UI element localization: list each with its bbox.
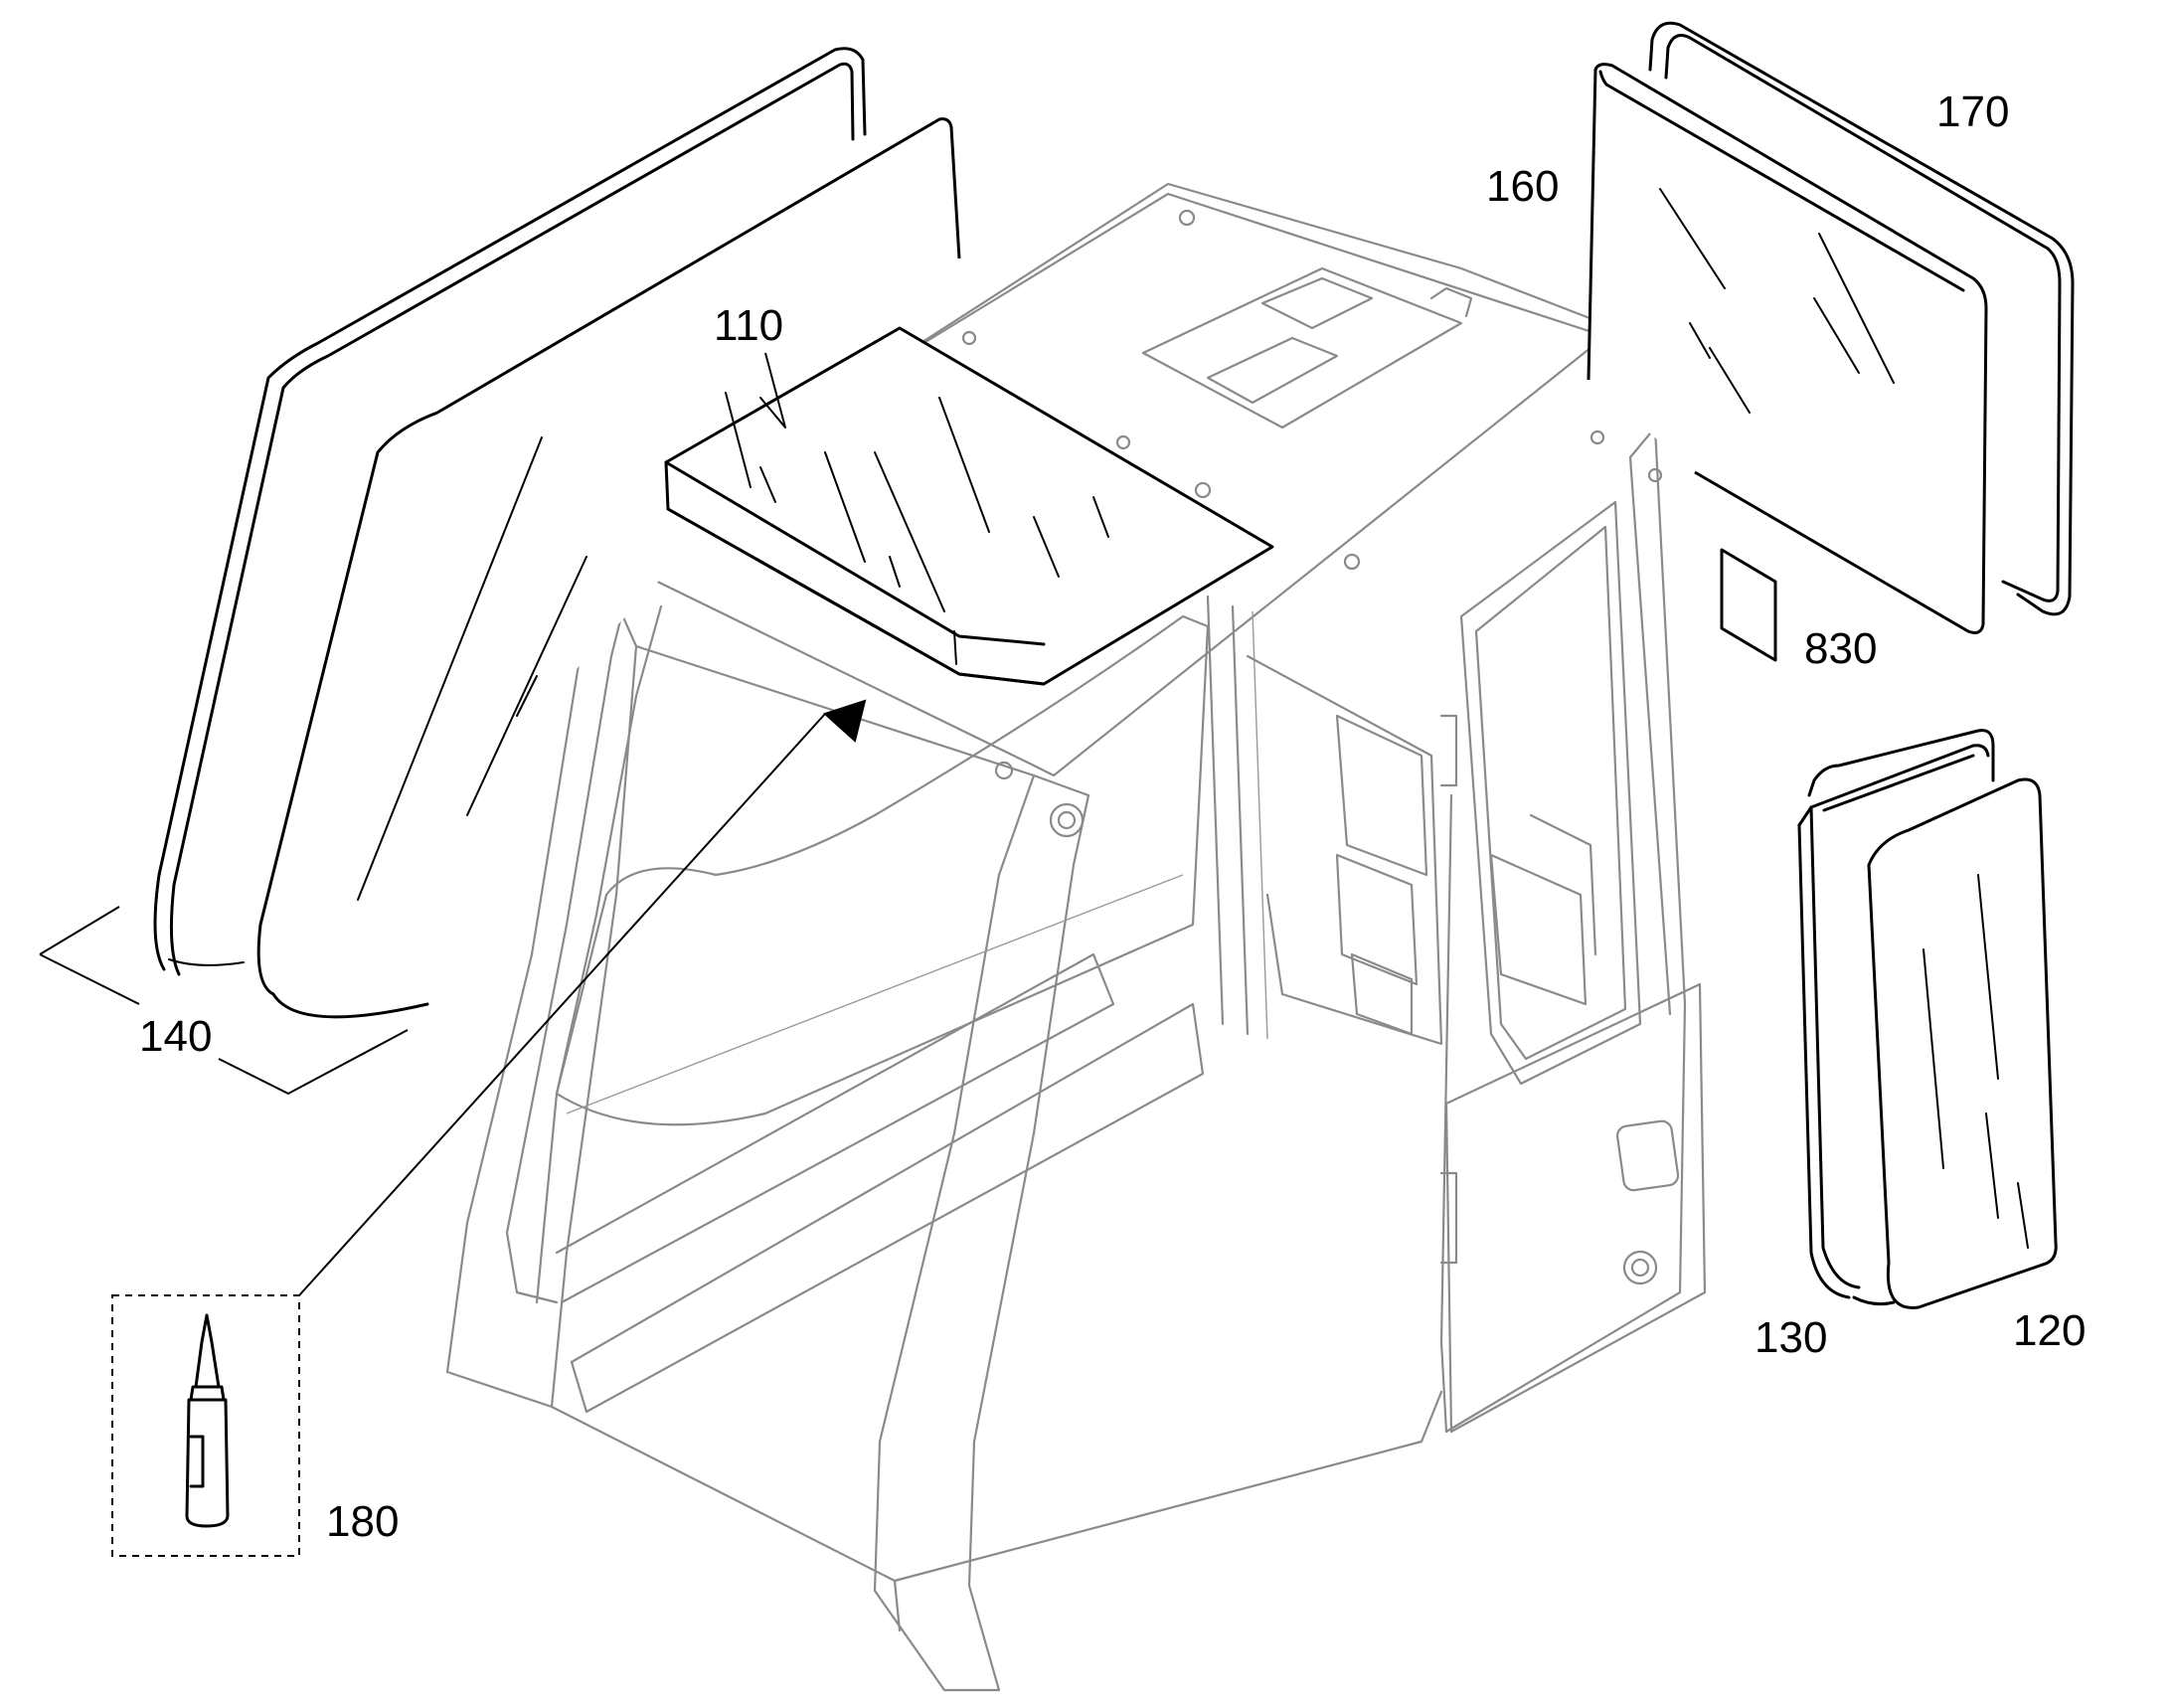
part-110-roof-window xyxy=(664,326,1274,686)
callout-180: 180 xyxy=(326,1497,399,1546)
callout-120: 120 xyxy=(2013,1306,2086,1355)
part-170-rear-seal xyxy=(1648,21,2075,616)
part-120-lower-glass xyxy=(1867,777,2058,1309)
part-140-front-window xyxy=(39,47,961,1096)
part-180-sealant xyxy=(111,699,867,1557)
callout-140: 140 xyxy=(139,1012,212,1061)
callout-110: 110 xyxy=(714,301,783,350)
sealant-box xyxy=(111,1294,300,1557)
callout-170: 170 xyxy=(1936,87,2009,136)
arrowhead-icon xyxy=(823,699,867,743)
callout-830: 830 xyxy=(1804,624,1877,673)
part-830-decal xyxy=(1720,548,1777,662)
callout-labels: 110 120 130 140 160 170 180 830 xyxy=(139,87,2086,1546)
callout-130: 130 xyxy=(1755,1313,1827,1362)
callout-160: 160 xyxy=(1486,162,1559,211)
part-160-rear-glass xyxy=(1587,63,1988,634)
part-130-lower-seal xyxy=(1797,729,1995,1306)
